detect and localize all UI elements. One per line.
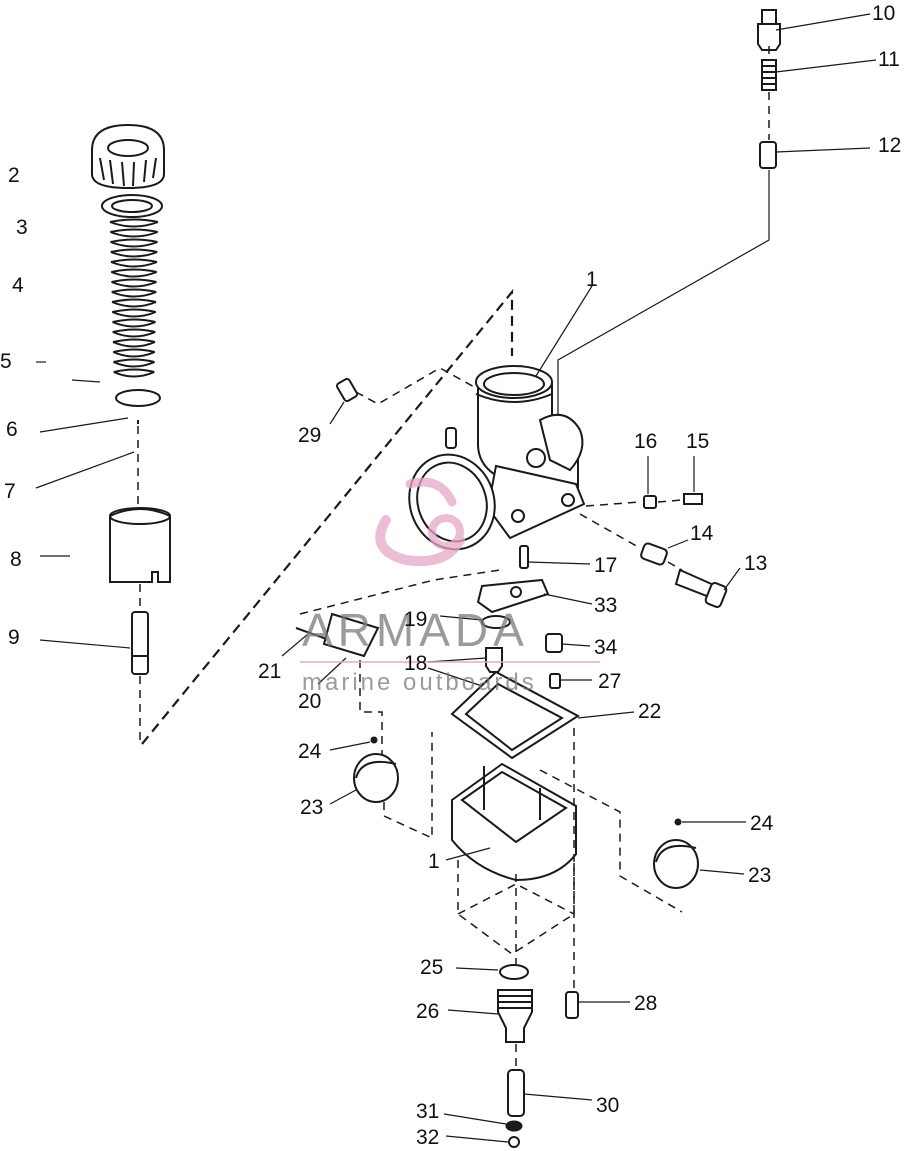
callout-15: 15: [686, 430, 709, 453]
callout-20: 20: [298, 690, 321, 713]
callout-11: 11: [878, 48, 900, 71]
part-1-float-bowl: [445, 762, 577, 882]
part-30-needle-jet: [507, 1069, 593, 1117]
part-27-jet: [549, 673, 592, 689]
callout-21: 21: [258, 660, 281, 683]
part-23-float-left: [329, 753, 399, 805]
callout-3: 3: [16, 216, 28, 239]
part-28-screw: [565, 991, 630, 1019]
callout-31: 31: [416, 1100, 439, 1123]
callout-1-bowl: 1: [428, 850, 440, 873]
part-5-seat: [115, 389, 161, 407]
callout-2: 2: [8, 164, 20, 187]
part-4-spring: [109, 218, 159, 378]
callout-32: 32: [416, 1126, 439, 1149]
callout-16: 16: [634, 430, 657, 453]
part-11-spring: [761, 59, 877, 91]
part-9-needle-jet: [131, 611, 149, 675]
callout-10: 10: [872, 2, 895, 25]
callout-8: 8: [10, 548, 22, 571]
part-14-spring: [640, 539, 689, 566]
part-16-screw: [643, 456, 657, 509]
part-1-carburetor-body: [408, 285, 593, 551]
part-22-gasket: [450, 670, 635, 760]
part-12-needle-seat: [759, 141, 871, 169]
callout-29: 29: [298, 424, 321, 447]
callout-33: 33: [594, 594, 617, 617]
callout-1-top: 1: [586, 268, 598, 291]
callout-23-right: 23: [748, 864, 771, 887]
callout-13: 13: [744, 552, 767, 575]
callout-7: 7: [4, 480, 16, 503]
part-25-washer: [455, 964, 529, 980]
armada-logo-icon: [375, 477, 465, 567]
part-15-screw: [683, 456, 703, 505]
callout-14: 14: [690, 522, 714, 545]
part-3-washer: [101, 194, 163, 218]
callout-19: 19: [404, 608, 427, 631]
part-2-top-cap: [91, 123, 165, 190]
part-8-throttle-slide: [109, 507, 171, 583]
part-10-fitting: [757, 9, 871, 51]
part-13-screw: [674, 567, 741, 608]
part-24-pin-left: [329, 736, 378, 751]
part-34-cap: [545, 633, 591, 653]
callout-34: 34: [594, 636, 618, 659]
callout-26: 26: [416, 1000, 439, 1023]
callout-25: 25: [420, 956, 443, 979]
watermark-tagline: marine outboards: [302, 669, 537, 696]
callout-30: 30: [596, 1094, 619, 1117]
callout-27: 27: [598, 670, 621, 693]
part-17-pin: [519, 545, 591, 569]
part-24-pin-right: [674, 818, 746, 826]
callout-23-left: 23: [300, 796, 323, 819]
callout-22: 22: [638, 700, 661, 723]
part-26-main-jet-holder: [447, 989, 533, 1043]
callout-5: 5: [0, 350, 12, 373]
part-31-washer: [443, 1113, 523, 1132]
callout-24-left: 24: [298, 740, 322, 763]
part-32-screw: [445, 1135, 520, 1148]
watermark-brand: ARMADA: [302, 604, 529, 656]
part-20-float-arm: [317, 612, 380, 685]
callout-18: 18: [404, 652, 427, 675]
callout-17: 17: [594, 554, 617, 577]
watermark: ARMADA marine outboards: [300, 477, 600, 696]
part-19-o-ring: [439, 615, 511, 629]
callout-9: 9: [8, 626, 20, 649]
callout-4: 4: [12, 274, 24, 297]
callout-28: 28: [634, 992, 657, 1015]
callout-12: 12: [878, 134, 901, 157]
part-33-plate: [476, 578, 593, 614]
callout-6: 6: [6, 418, 18, 441]
part-23-float-right: [653, 839, 745, 889]
callout-24-right: 24: [750, 812, 774, 835]
part-29-plug: [329, 367, 477, 425]
